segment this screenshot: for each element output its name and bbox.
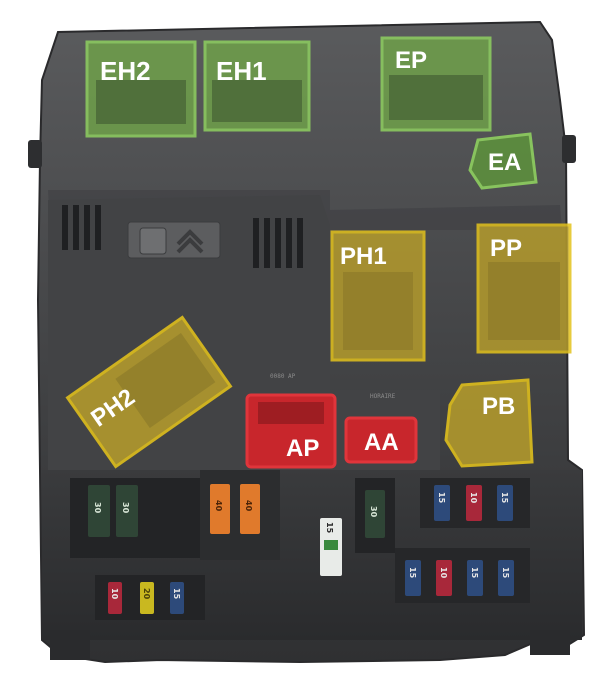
fuse-orange-a[interactable]: 40 [210,484,230,534]
connector-pp-label: PP [490,235,522,262]
fuse-top-right-1[interactable]: 15 [434,485,450,521]
fuse-bottom-right-1-label: 15 [408,567,417,579]
fuse-white[interactable]: 15 [320,518,342,576]
fuse-orange-b[interactable]: 40 [240,484,260,534]
fuse-bottom-left-2[interactable]: 20 [140,582,154,614]
fuse-bottom-right-4[interactable]: 15 [498,560,514,596]
fuse-bottom-right-3[interactable]: 15 [467,560,483,596]
fuse-bottom-left-1[interactable]: 10 [108,582,122,614]
fuse-bottom-right-3-label: 15 [470,567,479,579]
connector-ap[interactable]: AP [245,393,337,469]
connector-ea[interactable]: EA [468,132,538,190]
fuse-top-right-2[interactable]: 10 [466,485,482,521]
left-clip [28,140,42,168]
fuse-big-b-label: 30 [121,502,130,514]
fuse-bottom-right-2[interactable]: 10 [436,560,452,596]
fuse-white-label: 15 [325,522,334,534]
connector-ea-label: EA [488,149,521,176]
molded-label-horaire: HORAIRE [370,393,396,400]
connector-ph1[interactable]: PH1 [330,230,426,362]
fuse-mid[interactable]: 30 [365,490,385,538]
peugeot-logo-icon [139,227,167,255]
fuse-top-right-1-label: 15 [437,492,446,504]
fuse-bottom-left-3[interactable]: 15 [170,582,184,614]
citroen-chevrons-icon [176,229,204,254]
fuse-top-right-3-label: 15 [500,492,509,504]
connector-ap-label: AP [286,435,319,462]
connector-ph2[interactable]: PH2 [65,315,233,469]
fuse-top-right-3[interactable]: 15 [497,485,513,521]
connector-eh1-label: EH1 [216,56,267,86]
right-clip [562,135,576,163]
fuse-big-b[interactable]: 30 [116,485,138,537]
molded-label-ap: 0080 AP [270,373,296,380]
connector-ep-label: EP [395,47,427,74]
connector-pb[interactable]: PB [444,378,534,468]
connector-aa-label: AA [364,429,399,456]
fuse-bottom-left-1-label: 10 [110,588,119,600]
connector-ph1-label: PH1 [340,243,387,270]
connector-eh2-label: EH2 [100,56,151,86]
fuse-big-a[interactable]: 30 [88,485,110,537]
connector-ep[interactable]: EP [380,36,492,132]
fuse-bottom-right-1[interactable]: 15 [405,560,421,596]
fuse-big-a-label: 30 [93,502,102,514]
fuse-orange-b-label: 40 [244,500,253,512]
fuse-bottom-left-2-label: 20 [142,588,151,600]
fuse-orange-a-label: 40 [214,500,223,512]
fuse-bottom-right-4-label: 15 [501,567,510,579]
fuse-top-right-2-label: 10 [469,492,478,504]
base-foot-left [50,630,90,660]
connector-eh2[interactable]: EH2 [85,40,197,138]
connector-eh1[interactable]: EH1 [203,40,311,132]
fuse-bottom-left-3-label: 15 [172,588,181,600]
connector-pp[interactable]: PP [476,223,572,354]
connector-aa[interactable]: AA [344,416,418,464]
base-foot-right [530,630,570,655]
left-vents [62,205,101,250]
fuse-bottom-right-2-label: 10 [439,567,448,579]
middle-vents [253,218,303,268]
connector-pb-label: PB [482,393,515,420]
fuse-mid-label: 30 [369,506,378,518]
